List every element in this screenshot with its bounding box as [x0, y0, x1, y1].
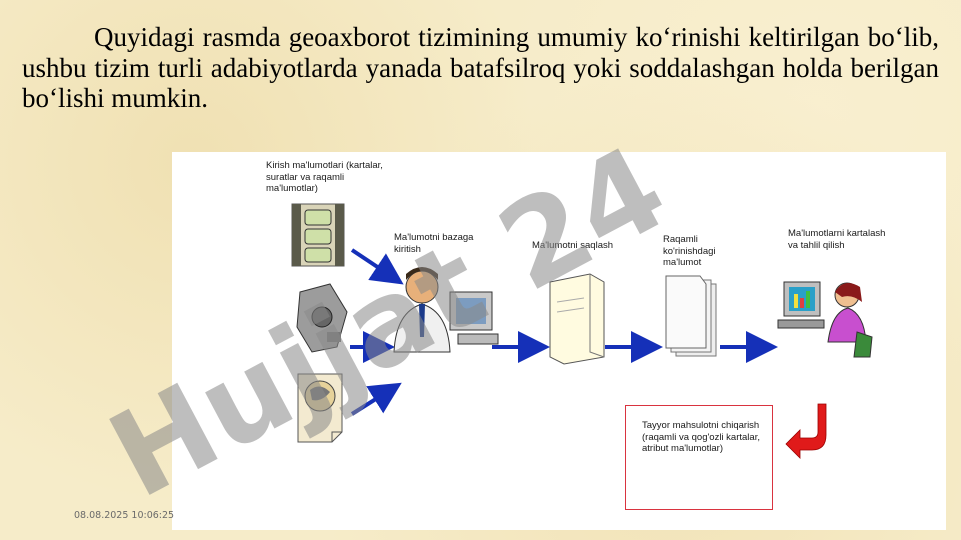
output-label: Tayyor mahsulotni chiqarish (raqamli va … [642, 420, 760, 454]
documents-icon [665, 275, 717, 357]
server-icon [549, 273, 605, 365]
slide-timestamp: 08.08.2025 10:06:25 [74, 510, 175, 521]
storage-label: Ma'lumotni saqlash [532, 240, 614, 251]
output-box: Tayyor mahsulotni chiqarish (raqamli va … [625, 405, 773, 510]
analysis-label: Ma'lumotlarni kartalash va tahlil qilish [788, 228, 886, 251]
analyst-icon [777, 281, 873, 358]
intro-paragraph: Quyidagi rasmda geoaxborot tizimining um… [22, 22, 939, 113]
data-entry-label: Ma'lumotni bazaga kiritish [394, 232, 474, 255]
arrow-input-1 [350, 248, 404, 285]
gis-diagram: Kirish ma'lumotlari (kartalar, suratlar … [172, 152, 946, 530]
input-data-label: Kirish ma'lumotlari (kartalar, suratlar … [266, 160, 383, 194]
camera-icon [296, 283, 348, 353]
paper-map-icon [297, 373, 343, 443]
return-arrow-icon [785, 403, 827, 459]
arrow-input-3 [350, 382, 402, 416]
operator-icon [393, 267, 499, 353]
film-strip-icon [291, 203, 345, 267]
digital-data-label: Raqamli ko'rinishdagi ma'lumot [663, 234, 716, 268]
diagram-graphics [291, 203, 873, 459]
